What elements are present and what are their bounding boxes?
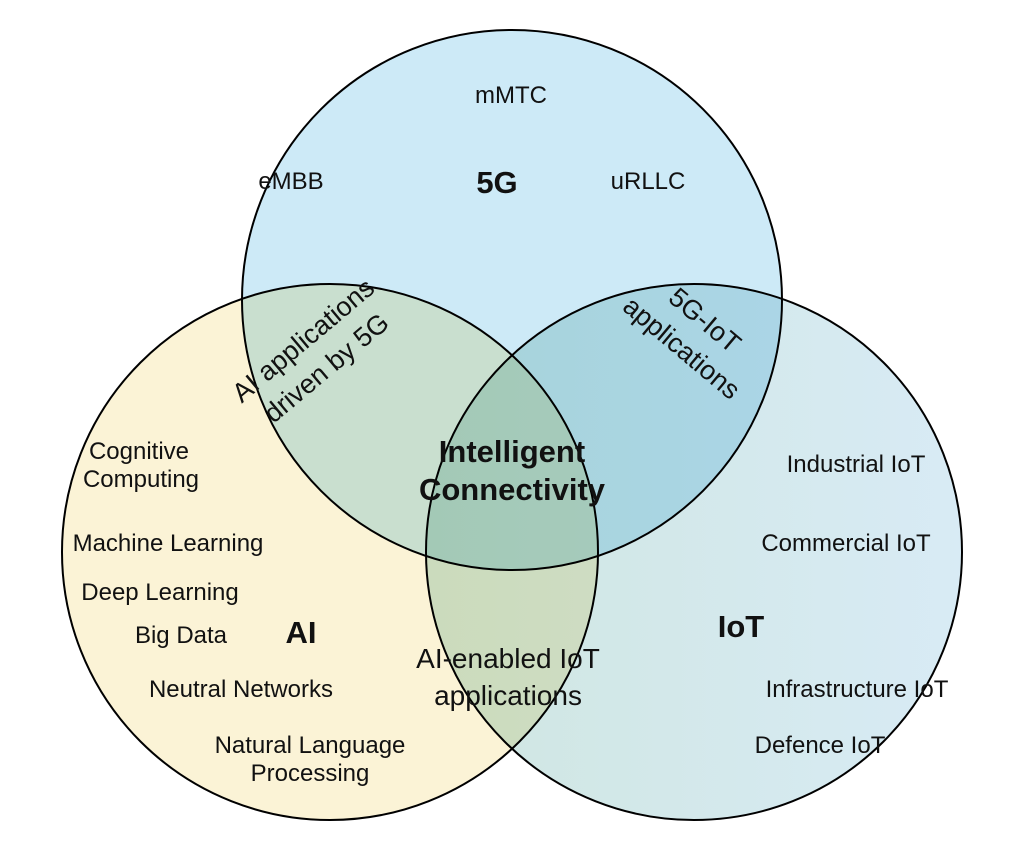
circle-5g-outline [241,29,783,571]
label-nlp-line1: Natural Language [215,732,406,759]
set-iot-labels: Industrial IoT Commercial IoT IoT Infras… [718,451,949,759]
circle-fills [62,30,962,820]
overlap-ai-iot-label: AI-enabled IoT applications [416,643,600,711]
label-commercial-iot: Commercial IoT [761,530,931,557]
center-intersection-label: Intelligent Connectivity [419,434,606,507]
overlap-ai-iot-line1: AI-enabled IoT [416,643,600,674]
set-label-ai: AI [286,615,317,650]
label-defence-iot: Defence IoT [755,732,886,759]
label-nlp-line2: Processing [251,760,370,787]
label-mmtc: mMTC [475,82,547,109]
set-label-5g: 5G [476,165,517,200]
label-embb: eMBB [258,168,323,195]
label-cognitive-line1: Cognitive [89,438,189,465]
label-deep-learning: Deep Learning [81,579,238,606]
label-cognitive-line2: Computing [83,466,199,493]
set-5g-labels: mMTC eMBB 5G uRLLC [258,82,685,200]
center-label-line1: Intelligent [439,434,585,469]
set-ai-labels: Cognitive Computing Machine Learning Dee… [73,438,406,787]
circle-outlines [61,29,963,821]
circle-ai-outline [61,283,599,821]
label-big-data: Big Data [135,622,228,649]
set-label-iot: IoT [718,609,765,644]
circle-iot-fill [426,284,962,820]
label-neutral-networks: Neutral Networks [149,676,333,703]
circle-iot-outline [425,283,963,821]
label-infrastructure-iot: Infrastructure IoT [766,676,949,703]
label-machine-learning: Machine Learning [73,530,264,557]
center-label-line2: Connectivity [419,472,606,507]
overlap-ai-iot-line2: applications [434,680,582,711]
label-industrial-iot: Industrial IoT [787,451,926,478]
label-urllc: uRLLC [611,168,686,195]
